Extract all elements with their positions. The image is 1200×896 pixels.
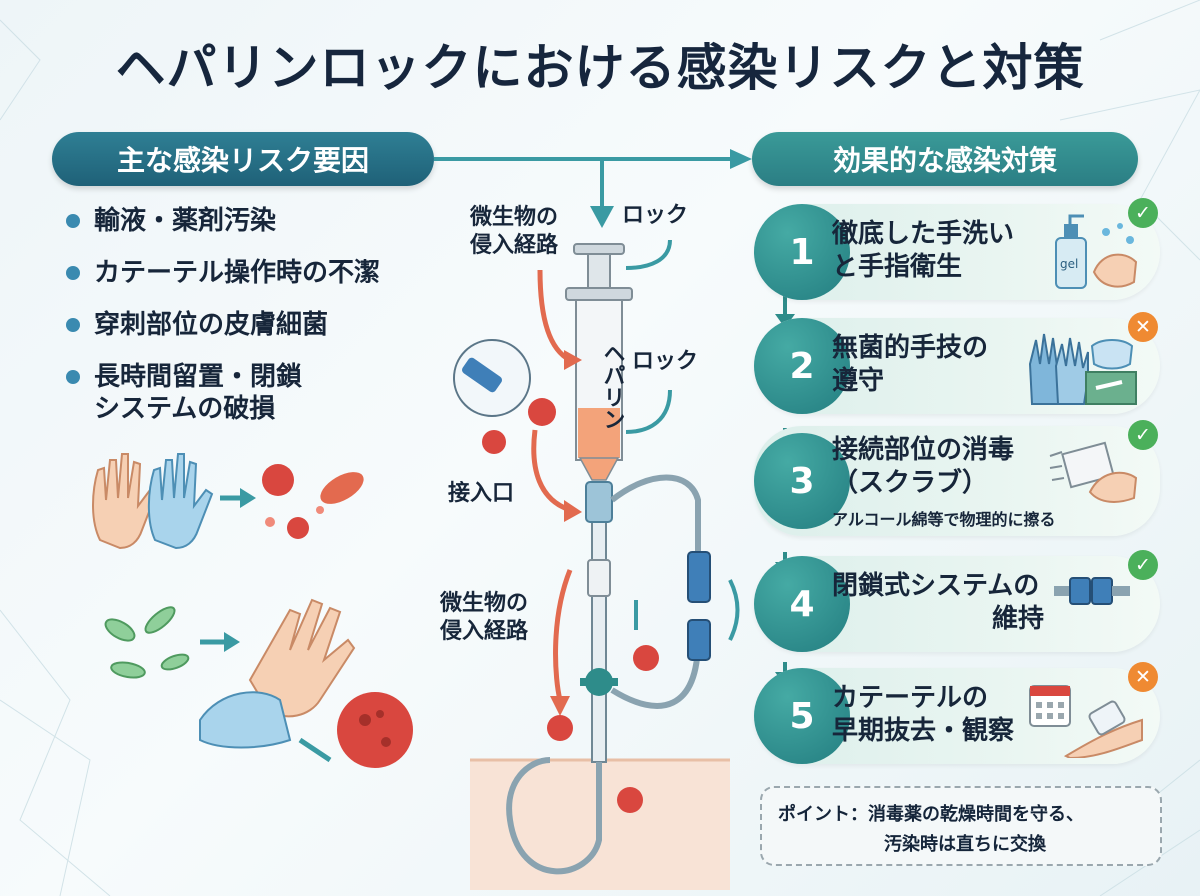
gel-text: gel [1060, 257, 1078, 271]
risk-factor-list: 輸液・薬剤汚染 カテーテル操作時の不潔 穿刺部位の皮膚細菌 長時間留置・閉鎖シス… [66, 205, 380, 425]
point-text-line2: 汚染時は直ちに交換 [884, 834, 1046, 855]
countermeasures-header: 効果的な感染対策 [752, 132, 1138, 186]
microbe-route-arrows [531, 269, 573, 701]
risk-item: 穿刺部位の皮膚細菌 [66, 309, 380, 341]
label-line: 微生物の [470, 205, 559, 230]
step-label-line: と手指衛生 [832, 252, 963, 282]
risk-text: カテーテル操作時の不潔 [94, 258, 381, 288]
check-badge-icon: ✓ [1128, 198, 1158, 228]
step-label: 接続部位の消毒（スクラブ） [832, 434, 1042, 500]
risk-item: 長時間留置・閉鎖システムの破損 [66, 361, 380, 425]
risk-item: カテーテル操作時の不潔 [66, 257, 380, 289]
step-label: 徹底した手洗いと手指衛生 [832, 218, 1042, 284]
microbe-icon [482, 398, 659, 813]
point-text-line1: ポイント：消毒薬の乾燥時間を守る、 [778, 804, 1084, 825]
risk-text: 輸液・薬剤汚染 [94, 206, 277, 236]
syringe-icon [565, 243, 633, 481]
label-line: 侵入経路 [470, 233, 559, 258]
bullet-dot [66, 266, 80, 280]
step-label-line: 接続部位の消毒 [832, 435, 1015, 465]
step-number: 2 [754, 318, 850, 414]
step-label: カテーテルの早期抜去・観察 [832, 682, 1042, 748]
step-sub-label: アルコール綿等で物理的に擦る [832, 510, 1056, 529]
scrub-icon [1049, 441, 1138, 503]
step-label-line: カテーテルの [832, 683, 989, 713]
step-label-line: 遵守 [832, 366, 885, 396]
step-label-line: 閉鎖式システムの [832, 571, 1040, 601]
page-title: ヘパリンロックにおける感染リスクと対策 [115, 39, 1085, 97]
label-line: 微生物の [440, 591, 529, 616]
bare-hand-icon [92, 453, 158, 550]
side-connector-icon [687, 551, 711, 603]
point-callout: ポイント：消毒薬の乾燥時間を守る、 汚染時は直ちに交換 [760, 786, 1162, 866]
risk-factors-header: 主な感染リスク要因 [52, 132, 434, 186]
label-line: 侵入経路 [440, 619, 529, 644]
lock-label-mid: ロック [632, 349, 699, 374]
connector-port [585, 481, 613, 523]
step-number: 3 [754, 433, 850, 529]
check-badge-icon: ✓ [1128, 550, 1158, 580]
step-label-line: 徹底した手洗い [832, 219, 1015, 249]
lock-label-top: ロック [622, 203, 689, 228]
countermeasure-step-1: 1 徹底した手洗いと手指衛生 gel ✓ [754, 198, 1160, 300]
contamination-illustration [104, 598, 413, 768]
hands-gloves-microbes-illustration [92, 453, 364, 550]
closed-connector-icon [1054, 577, 1130, 605]
step-number: 4 [754, 556, 850, 652]
gloves-mask-icon [1028, 333, 1137, 405]
glove-hand-icon [147, 453, 214, 550]
step-label: 無菌的手技の遵守 [832, 332, 1042, 398]
risk-item: 輸液・薬剤汚染 [66, 205, 380, 237]
countermeasure-step-5: 5 カテーテルの早期抜去・観察 ✕ [754, 662, 1160, 764]
bullet-dot [66, 214, 80, 228]
step-label-line: （スクラブ） [832, 468, 989, 498]
cross-badge-icon: ✕ [1128, 312, 1158, 342]
countermeasure-step-2: 2 無菌的手技の遵守 ✕ [754, 312, 1160, 414]
virus-icon [337, 692, 413, 768]
heparin-lock-diagram: ヘパリン [453, 239, 740, 890]
step-label-line: 維持 [992, 604, 1045, 634]
microbe-route-label-bottom: 微生物の 侵入経路 [440, 590, 528, 646]
bullet-dot [66, 370, 80, 384]
hand-wash-icon: gel [1055, 214, 1138, 289]
bacteria-icon [104, 606, 190, 679]
risk-text-line2: システムの破損 [94, 394, 276, 424]
step-number: 1 [754, 204, 850, 300]
check-badge-icon: ✓ [1128, 420, 1158, 450]
cross-badge-icon: ✕ [1128, 662, 1158, 692]
countermeasure-step-4: 4 閉鎖式システムの維持 ✓ [754, 550, 1160, 652]
risk-text: 穿刺部位の皮膚細菌 [94, 310, 329, 340]
step-label-line: 早期抜去・観察 [832, 716, 1015, 746]
syringe-label: ヘパリン [600, 342, 625, 430]
calendar-arm-icon [1029, 685, 1143, 758]
bullet-dot [66, 318, 80, 332]
step-label: 閉鎖式システムの維持 [832, 570, 1092, 636]
microbe-cluster-icon [262, 464, 364, 539]
risk-text: 長時間留置・閉鎖 [94, 362, 303, 392]
step-label-line: 無菌的手技の [832, 333, 989, 363]
port-label: 接入口 [448, 481, 515, 506]
countermeasure-step-3: 3 接続部位の消毒（スクラブ） アルコール綿等で物理的に擦る ✓ [754, 420, 1160, 536]
microbe-route-label-top: 微生物の 侵入経路 [470, 204, 558, 260]
hand-wrist-icon [199, 598, 356, 749]
step-number: 5 [754, 668, 850, 764]
header-connector-arrow [434, 149, 752, 228]
